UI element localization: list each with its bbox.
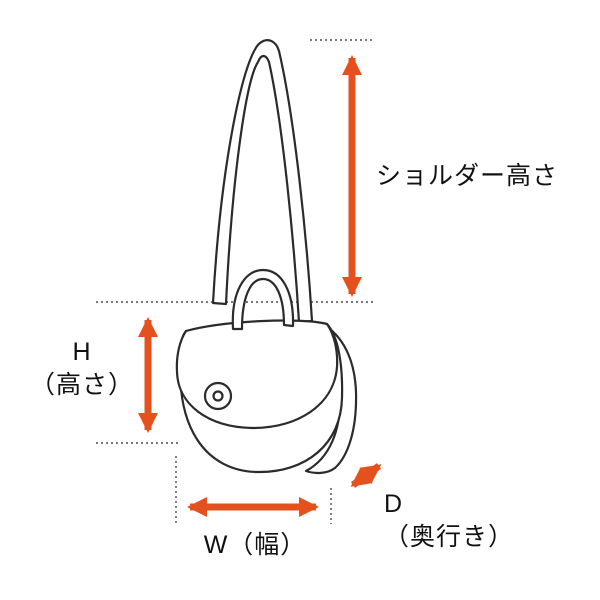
- clasp-outer: [203, 381, 233, 411]
- clasp-inner: [212, 390, 224, 402]
- guide-lines: [96, 39, 374, 524]
- measure-arrows: [138, 55, 382, 517]
- depth-abbr: D: [384, 490, 404, 518]
- depth-name: （奥行き）: [384, 522, 515, 551]
- width-label: W（幅）: [203, 531, 307, 559]
- depth-arrow: [350, 463, 382, 488]
- bag-handle: [231, 268, 295, 331]
- height-abbr: H: [72, 338, 92, 366]
- shoulder-height-label: ショルダー高さ: [376, 162, 559, 190]
- height-label: H （高さ）: [22, 336, 142, 401]
- height-name: （高さ）: [29, 370, 134, 399]
- depth-label: D （奥行き）: [384, 488, 514, 553]
- bag-drawing: [175, 39, 358, 475]
